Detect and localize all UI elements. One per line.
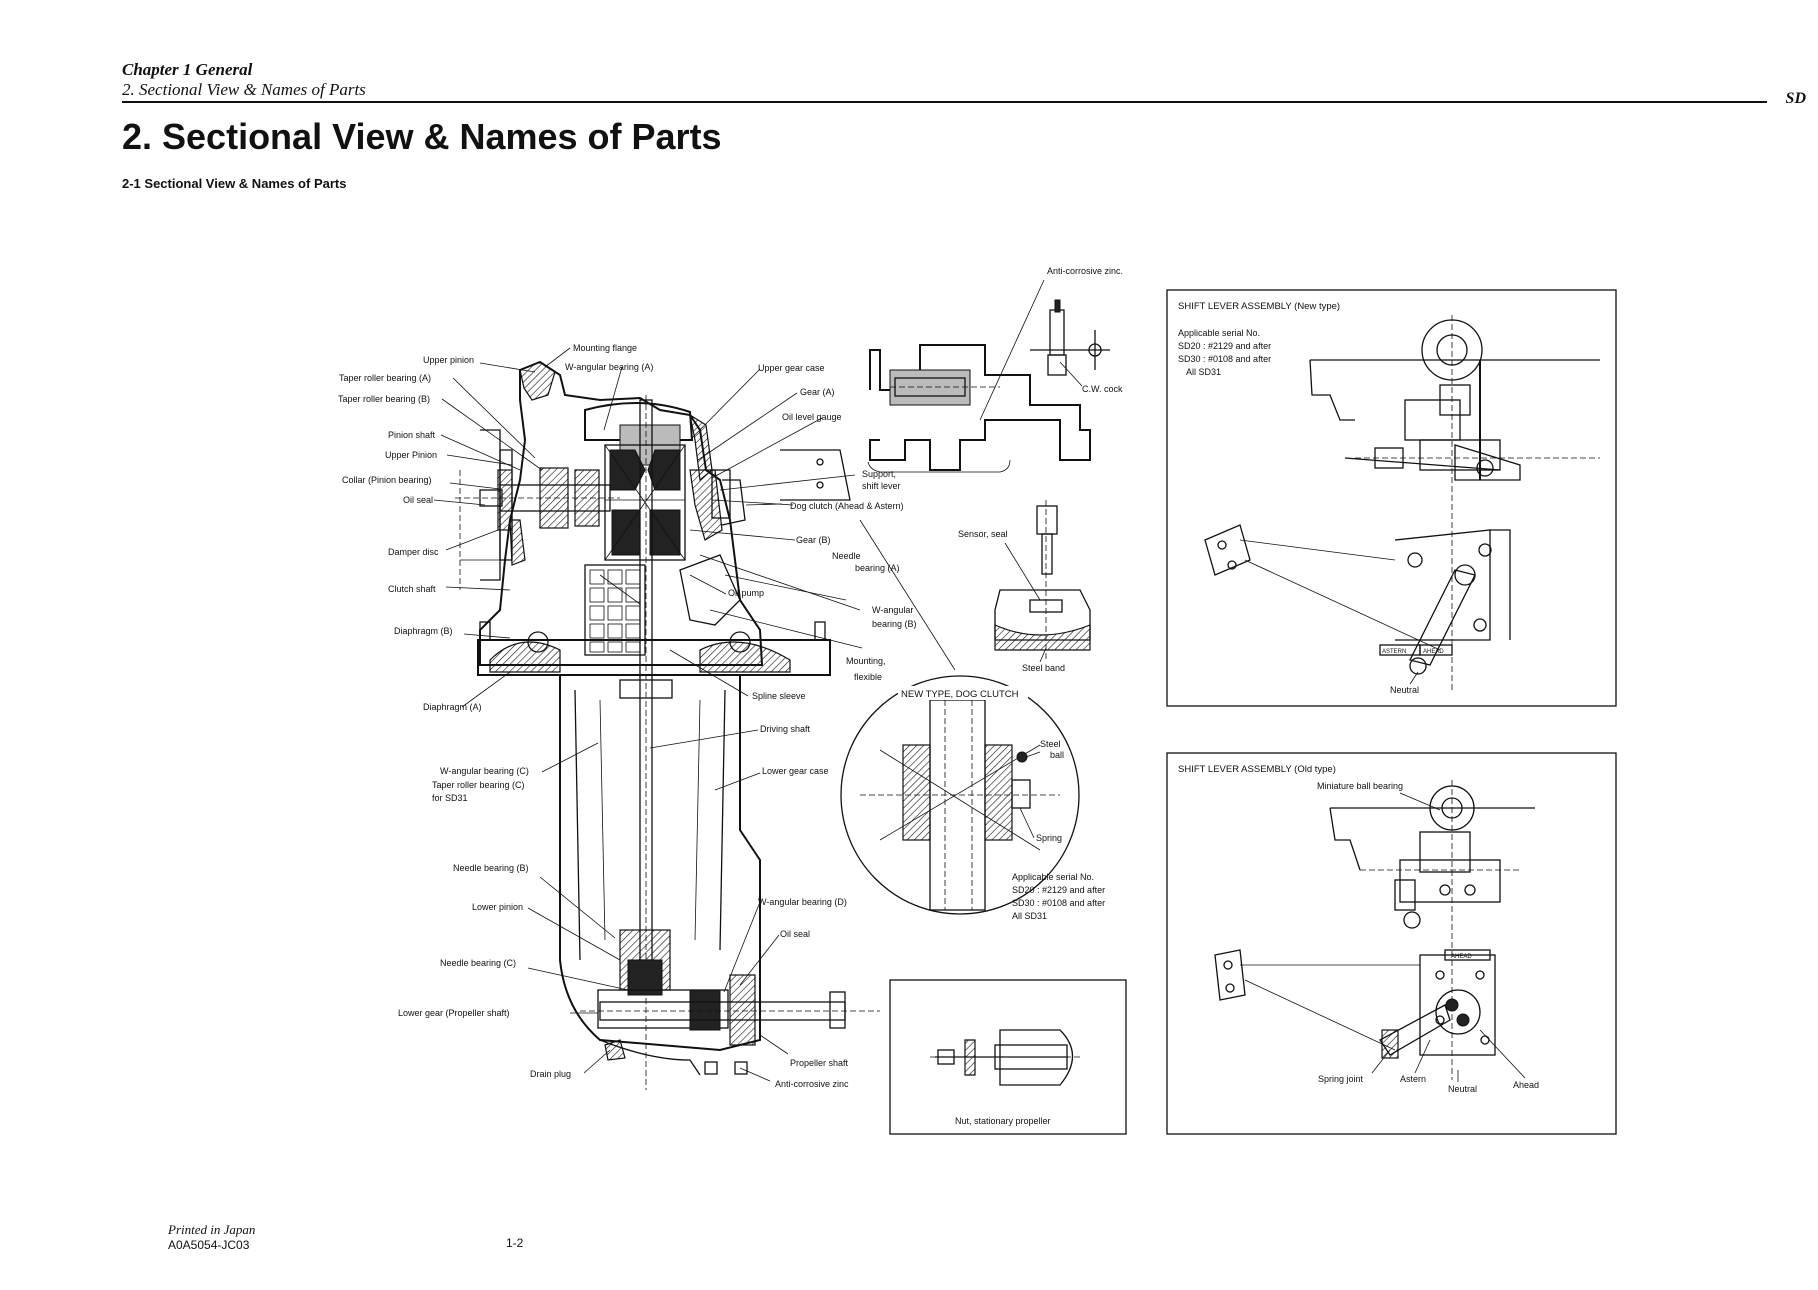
shift-lever-new-box: SHIFT LEVER ASSEMBLY (New type) Applicab… xyxy=(1166,289,1617,707)
cw-cock-detail: Anti-corrosive zinc. C.W. cock xyxy=(867,266,1123,473)
shift-new-serial-3: SD30 : #0108 and after xyxy=(1178,354,1271,364)
header-model-code: SD xyxy=(1785,90,1806,107)
footer-printed: Printed in Japan xyxy=(168,1222,256,1237)
propeller-nut-box: Nut, stationary propeller xyxy=(889,979,1127,1135)
shift-new-astern: ASTERN xyxy=(1382,649,1406,655)
label-steel-ball: Steel xyxy=(1040,739,1061,749)
label-damper-disc: Damper disc xyxy=(388,547,439,557)
shift-old-ahead-tag: AHEAD xyxy=(1451,954,1472,960)
shift-old-title: SHIFT LEVER ASSEMBLY (Old type) xyxy=(1178,764,1336,775)
label-collar: Collar (Pinion bearing) xyxy=(342,475,432,485)
label-oil-seal-2: Oil seal xyxy=(780,929,810,939)
label-taper-roller-a: Taper roller bearing (A) xyxy=(339,373,431,383)
header-section: 2. Sectional View & Names of Parts xyxy=(122,80,366,99)
label-w-angular-a: W-angular bearing (A) xyxy=(565,362,653,372)
shift-new-serial-2: SD20 : #2129 and after xyxy=(1178,341,1271,351)
subsection-title: 2-1 Sectional View & Names of Parts xyxy=(122,176,347,191)
label-needle-c: Needle bearing (C) xyxy=(440,958,516,968)
main-leader-lines xyxy=(433,347,863,1082)
label-spline-sleeve: Spline sleeve xyxy=(752,691,806,701)
label-propeller-shaft: Propeller shaft xyxy=(790,1058,849,1068)
shift-new-serial-4: All SD31 xyxy=(1186,367,1221,377)
header-chapter: Chapter 1 General xyxy=(122,60,253,79)
label-oil-level-gauge: Oil level gauge xyxy=(782,412,842,422)
label-anti-corrosive-zinc-top: Anti-corrosive zinc. xyxy=(1047,266,1123,276)
shift-old-spring-joint: Spring joint xyxy=(1318,1074,1364,1084)
label-lower-gear-case: Lower gear case xyxy=(762,766,829,776)
label-support: Support, xyxy=(862,469,896,479)
label-gear-b: Gear (B) xyxy=(796,535,831,545)
label-anti-corrosive-zinc: Anti-corrosive zinc xyxy=(775,1079,849,1089)
dog-clutch-serial-4: All SD31 xyxy=(1012,911,1047,921)
shift-old-ahead: Ahead xyxy=(1513,1080,1539,1090)
page-title: 2. Sectional View & Names of Parts xyxy=(122,116,722,157)
label-taper-roller-c: Taper roller bearing (C) xyxy=(432,780,525,790)
label-spring: Spring xyxy=(1036,833,1062,843)
label-w-angular-b: W-angular xyxy=(872,605,913,615)
label-shift-lever: shift lever xyxy=(862,481,901,491)
label-taper-roller-b: Taper roller bearing (B) xyxy=(338,394,430,404)
label-drain-plug: Drain plug xyxy=(530,1069,571,1079)
label-gear-a: Gear (A) xyxy=(800,387,835,397)
propeller-nut-label: Nut, stationary propeller xyxy=(955,1116,1051,1126)
shift-lever-old-box: SHIFT LEVER ASSEMBLY (Old type) Miniatur… xyxy=(1166,752,1617,1135)
label-cw-cock: C.W. cock xyxy=(1082,384,1123,394)
shift-new-ahead: AHEAD xyxy=(1423,649,1444,655)
label-oil-seal: Oil seal xyxy=(403,495,433,505)
label-diaphragm-b: Diaphragm (B) xyxy=(394,626,453,636)
label-mounting: Mounting, xyxy=(846,656,886,666)
label-flexible: flexible xyxy=(854,672,882,682)
label-upper-pinion-2: Upper Pinion xyxy=(385,450,437,460)
shift-old-neutral: Neutral xyxy=(1448,1084,1477,1094)
shift-new-neutral: Neutral xyxy=(1390,685,1419,695)
label-driving-shaft: Driving shaft xyxy=(760,724,811,734)
label-clutch-shaft: Clutch shaft xyxy=(388,584,436,594)
dog-clutch-serial-3: SD30 : #0108 and after xyxy=(1012,898,1105,908)
label-bearing-b: bearing (B) xyxy=(872,619,917,629)
sensor-seal-detail: Sensor, seal Steel band xyxy=(958,500,1091,673)
label-mounting-flange: Mounting flange xyxy=(573,343,637,353)
label-steel-band: Steel band xyxy=(1022,663,1065,673)
oil-pump-grid xyxy=(584,564,646,656)
label-upper-gear-case: Upper gear case xyxy=(758,363,825,373)
label-ball: ball xyxy=(1050,750,1064,760)
label-needle-b: Needle bearing (B) xyxy=(453,863,529,873)
footer-page-number: 1-2 xyxy=(506,1236,524,1250)
dog-clutch-title: NEW TYPE, DOG CLUTCH xyxy=(901,689,1019,700)
shift-new-title: SHIFT LEVER ASSEMBLY (New type) xyxy=(1178,301,1340,312)
label-dog-clutch: Dog clutch (Ahead & Astern) xyxy=(790,501,904,511)
label-lower-pinion: Lower pinion xyxy=(472,902,523,912)
label-oil-pump: Oil pump xyxy=(728,588,764,598)
label-needle-a: Needle xyxy=(832,551,861,561)
label-w-angular-d: W-angular bearing (D) xyxy=(758,897,847,907)
label-lower-gear: Lower gear (Propeller shaft) xyxy=(398,1008,510,1018)
label-sensor-seal: Sensor, seal xyxy=(958,529,1008,539)
footer-document-code: A0A5054-JC03 xyxy=(168,1238,250,1252)
label-bearing-a: bearing (A) xyxy=(855,563,900,573)
main-labels: Upper pinion Taper roller bearing (A) Ta… xyxy=(338,343,917,1089)
shift-old-miniature-bearing: Miniature ball bearing xyxy=(1317,781,1403,791)
label-pinion-shaft: Pinion shaft xyxy=(388,430,436,440)
dog-clutch-serial-1: Applicable serial No. xyxy=(1012,872,1094,882)
label-for-sd31: for SD31 xyxy=(432,793,468,803)
shift-new-serial-1: Applicable serial No. xyxy=(1178,328,1260,338)
shift-old-astern: Astern xyxy=(1400,1074,1426,1084)
label-w-angular-c: W-angular bearing (C) xyxy=(440,766,529,776)
dog-clutch-serial-2: SD20 : #2129 and after xyxy=(1012,885,1105,895)
label-diaphragm-a: Diaphragm (A) xyxy=(423,702,482,712)
header-rule xyxy=(122,101,1767,103)
label-upper-pinion: Upper pinion xyxy=(423,355,474,365)
main-sectional-drawing xyxy=(455,360,880,1090)
dog-clutch-detail: NEW TYPE, DOG CLUTCH Steel ball Spring A… xyxy=(840,519,1105,921)
